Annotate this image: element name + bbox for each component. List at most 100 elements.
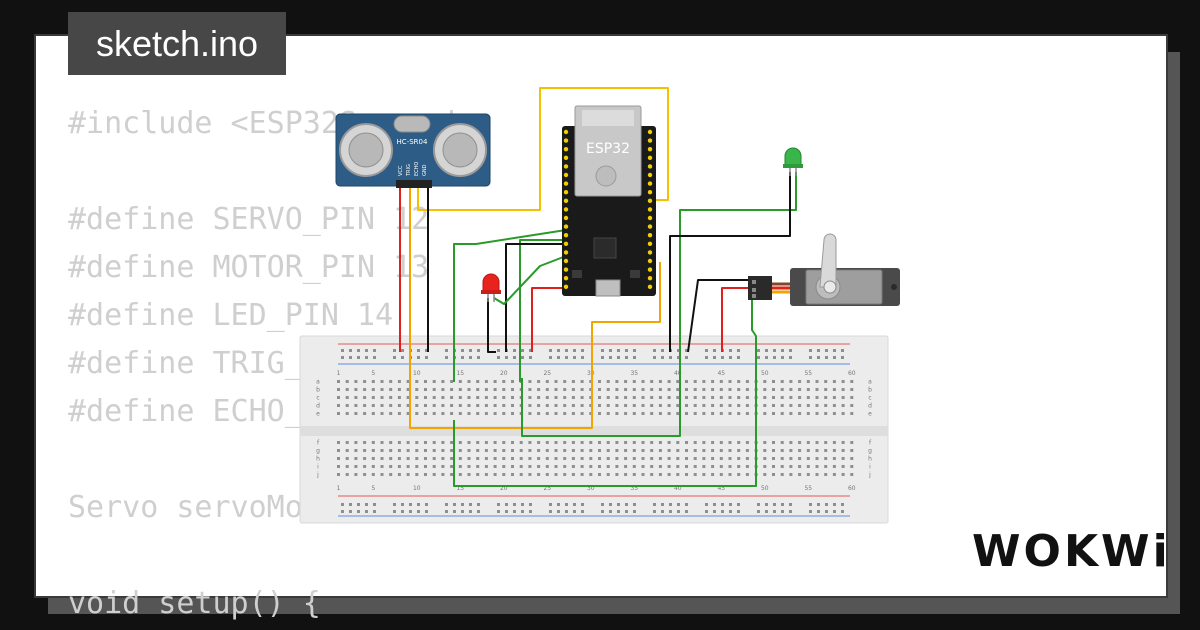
breadboard-hole: [737, 412, 741, 415]
breadboard-hole: [765, 503, 768, 506]
breadboard-hole: [406, 457, 410, 460]
breadboard-hole: [641, 465, 645, 468]
breadboard-hole: [721, 503, 724, 506]
breadboard-hole: [549, 356, 552, 359]
breadboard-hole: [337, 441, 340, 444]
breadboard-hole: [598, 473, 601, 476]
breadboard-hole: [772, 412, 775, 415]
esp32-pin: [563, 147, 569, 152]
breadboard-hole: [850, 441, 854, 444]
led-red[interactable]: [481, 273, 501, 302]
breadboard-hole: [624, 404, 628, 407]
breadboard-hole: [632, 441, 636, 444]
breadboard-hole: [598, 441, 601, 444]
breadboard-hole: [453, 503, 456, 506]
breadboard-hole: [505, 510, 508, 513]
breadboard-hole: [389, 473, 393, 476]
esp32-board[interactable]: ESP32: [562, 105, 656, 297]
code-line: void setup() {: [68, 586, 321, 621]
breadboard-hole: [721, 510, 724, 513]
breadboard-hole: [669, 510, 672, 513]
breadboard-hole: [763, 465, 767, 468]
breadboard-column-number: 25: [543, 370, 551, 377]
breadboard-hole: [806, 388, 810, 391]
breadboard-hole: [513, 349, 516, 352]
breadboard-hole: [484, 396, 488, 399]
breadboard-hole: [650, 473, 654, 476]
breadboard-hole: [685, 473, 688, 476]
breadboard-hole: [617, 349, 620, 352]
servo-motor[interactable]: [748, 233, 900, 306]
breadboard-hole: [798, 412, 802, 415]
project-title[interactable]: sketch.ino: [68, 12, 286, 75]
breadboard-hole: [815, 404, 819, 407]
breadboard-hole: [345, 388, 349, 391]
breadboard-hole: [676, 449, 680, 452]
breadboard-hole: [571, 396, 575, 399]
breadboard-hole: [617, 503, 620, 506]
breadboard-hole: [354, 473, 358, 476]
esp32-pin: [647, 215, 653, 221]
breadboard-hole: [841, 473, 845, 476]
breadboard-hole: [685, 396, 688, 399]
breadboard-hole: [476, 412, 480, 415]
breadboard-hole: [511, 388, 514, 391]
breadboard-hole: [615, 465, 619, 468]
breadboard-hole: [521, 349, 524, 352]
esp32-pin: [563, 138, 569, 143]
breadboard-hole: [424, 473, 427, 476]
breadboard-hole: [632, 380, 636, 383]
breadboard-hole: [373, 349, 376, 352]
breadboard-hole: [729, 356, 732, 359]
breadboard-hole: [773, 349, 776, 352]
breadboard-hole: [432, 412, 436, 415]
breadboard-hole: [661, 349, 664, 352]
breadboard-hole: [815, 465, 819, 468]
breadboard-hole: [365, 503, 368, 506]
breadboard-hole: [415, 449, 419, 452]
breadboard-column-number: 15: [456, 370, 464, 377]
led-green[interactable]: [783, 147, 803, 176]
breadboard-column-number: 30: [587, 485, 595, 492]
breadboard-hole: [441, 380, 445, 383]
breadboard-hole: [728, 396, 732, 399]
breadboard-hole: [625, 503, 628, 506]
breadboard-column-number: 30: [587, 370, 595, 377]
breadboard-hole: [415, 441, 419, 444]
breadboard-hole: [511, 441, 514, 444]
breadboard-hole: [841, 449, 845, 452]
breadboard-hole: [641, 412, 645, 415]
breadboard-hole: [406, 465, 410, 468]
breadboard-hole: [389, 449, 393, 452]
breadboard-hole: [658, 457, 662, 460]
breadboard-hole: [815, 473, 819, 476]
breadboard-hole: [458, 396, 462, 399]
breadboard-hole: [702, 380, 706, 383]
breadboard-hole: [458, 449, 462, 452]
breadboard-hole: [417, 503, 420, 506]
ultrasonic-sensor[interactable]: HC-SR04 VCC TRIG ECHO GND: [335, 113, 491, 188]
breadboard-hole: [841, 404, 845, 407]
breadboard-hole: [745, 441, 749, 444]
breadboard-hole: [493, 465, 497, 468]
breadboard-hole: [817, 510, 820, 513]
breadboard-hole: [798, 449, 802, 452]
breadboard-hole: [653, 349, 656, 352]
breadboard-hole: [824, 412, 828, 415]
breadboard-hole: [513, 503, 516, 506]
breadboard-hole: [661, 356, 664, 359]
esp32-pin: [647, 207, 653, 212]
breadboard-hole: [493, 449, 497, 452]
breadboard-hole: [380, 396, 384, 399]
wokwi-logo: WOKWi: [972, 526, 1171, 577]
breadboard-hole: [676, 388, 680, 391]
breadboard-hole: [571, 404, 575, 407]
breadboard-hole: [380, 388, 384, 391]
breadboard-hole: [702, 473, 706, 476]
breadboard-hole: [477, 356, 480, 359]
sensor-label: HC-SR04: [397, 138, 428, 146]
breadboard-column-number: 50: [761, 370, 769, 377]
wire-orange-echo: [409, 186, 661, 429]
breadboard-hole: [363, 465, 367, 468]
esp32-pin: [647, 190, 653, 195]
